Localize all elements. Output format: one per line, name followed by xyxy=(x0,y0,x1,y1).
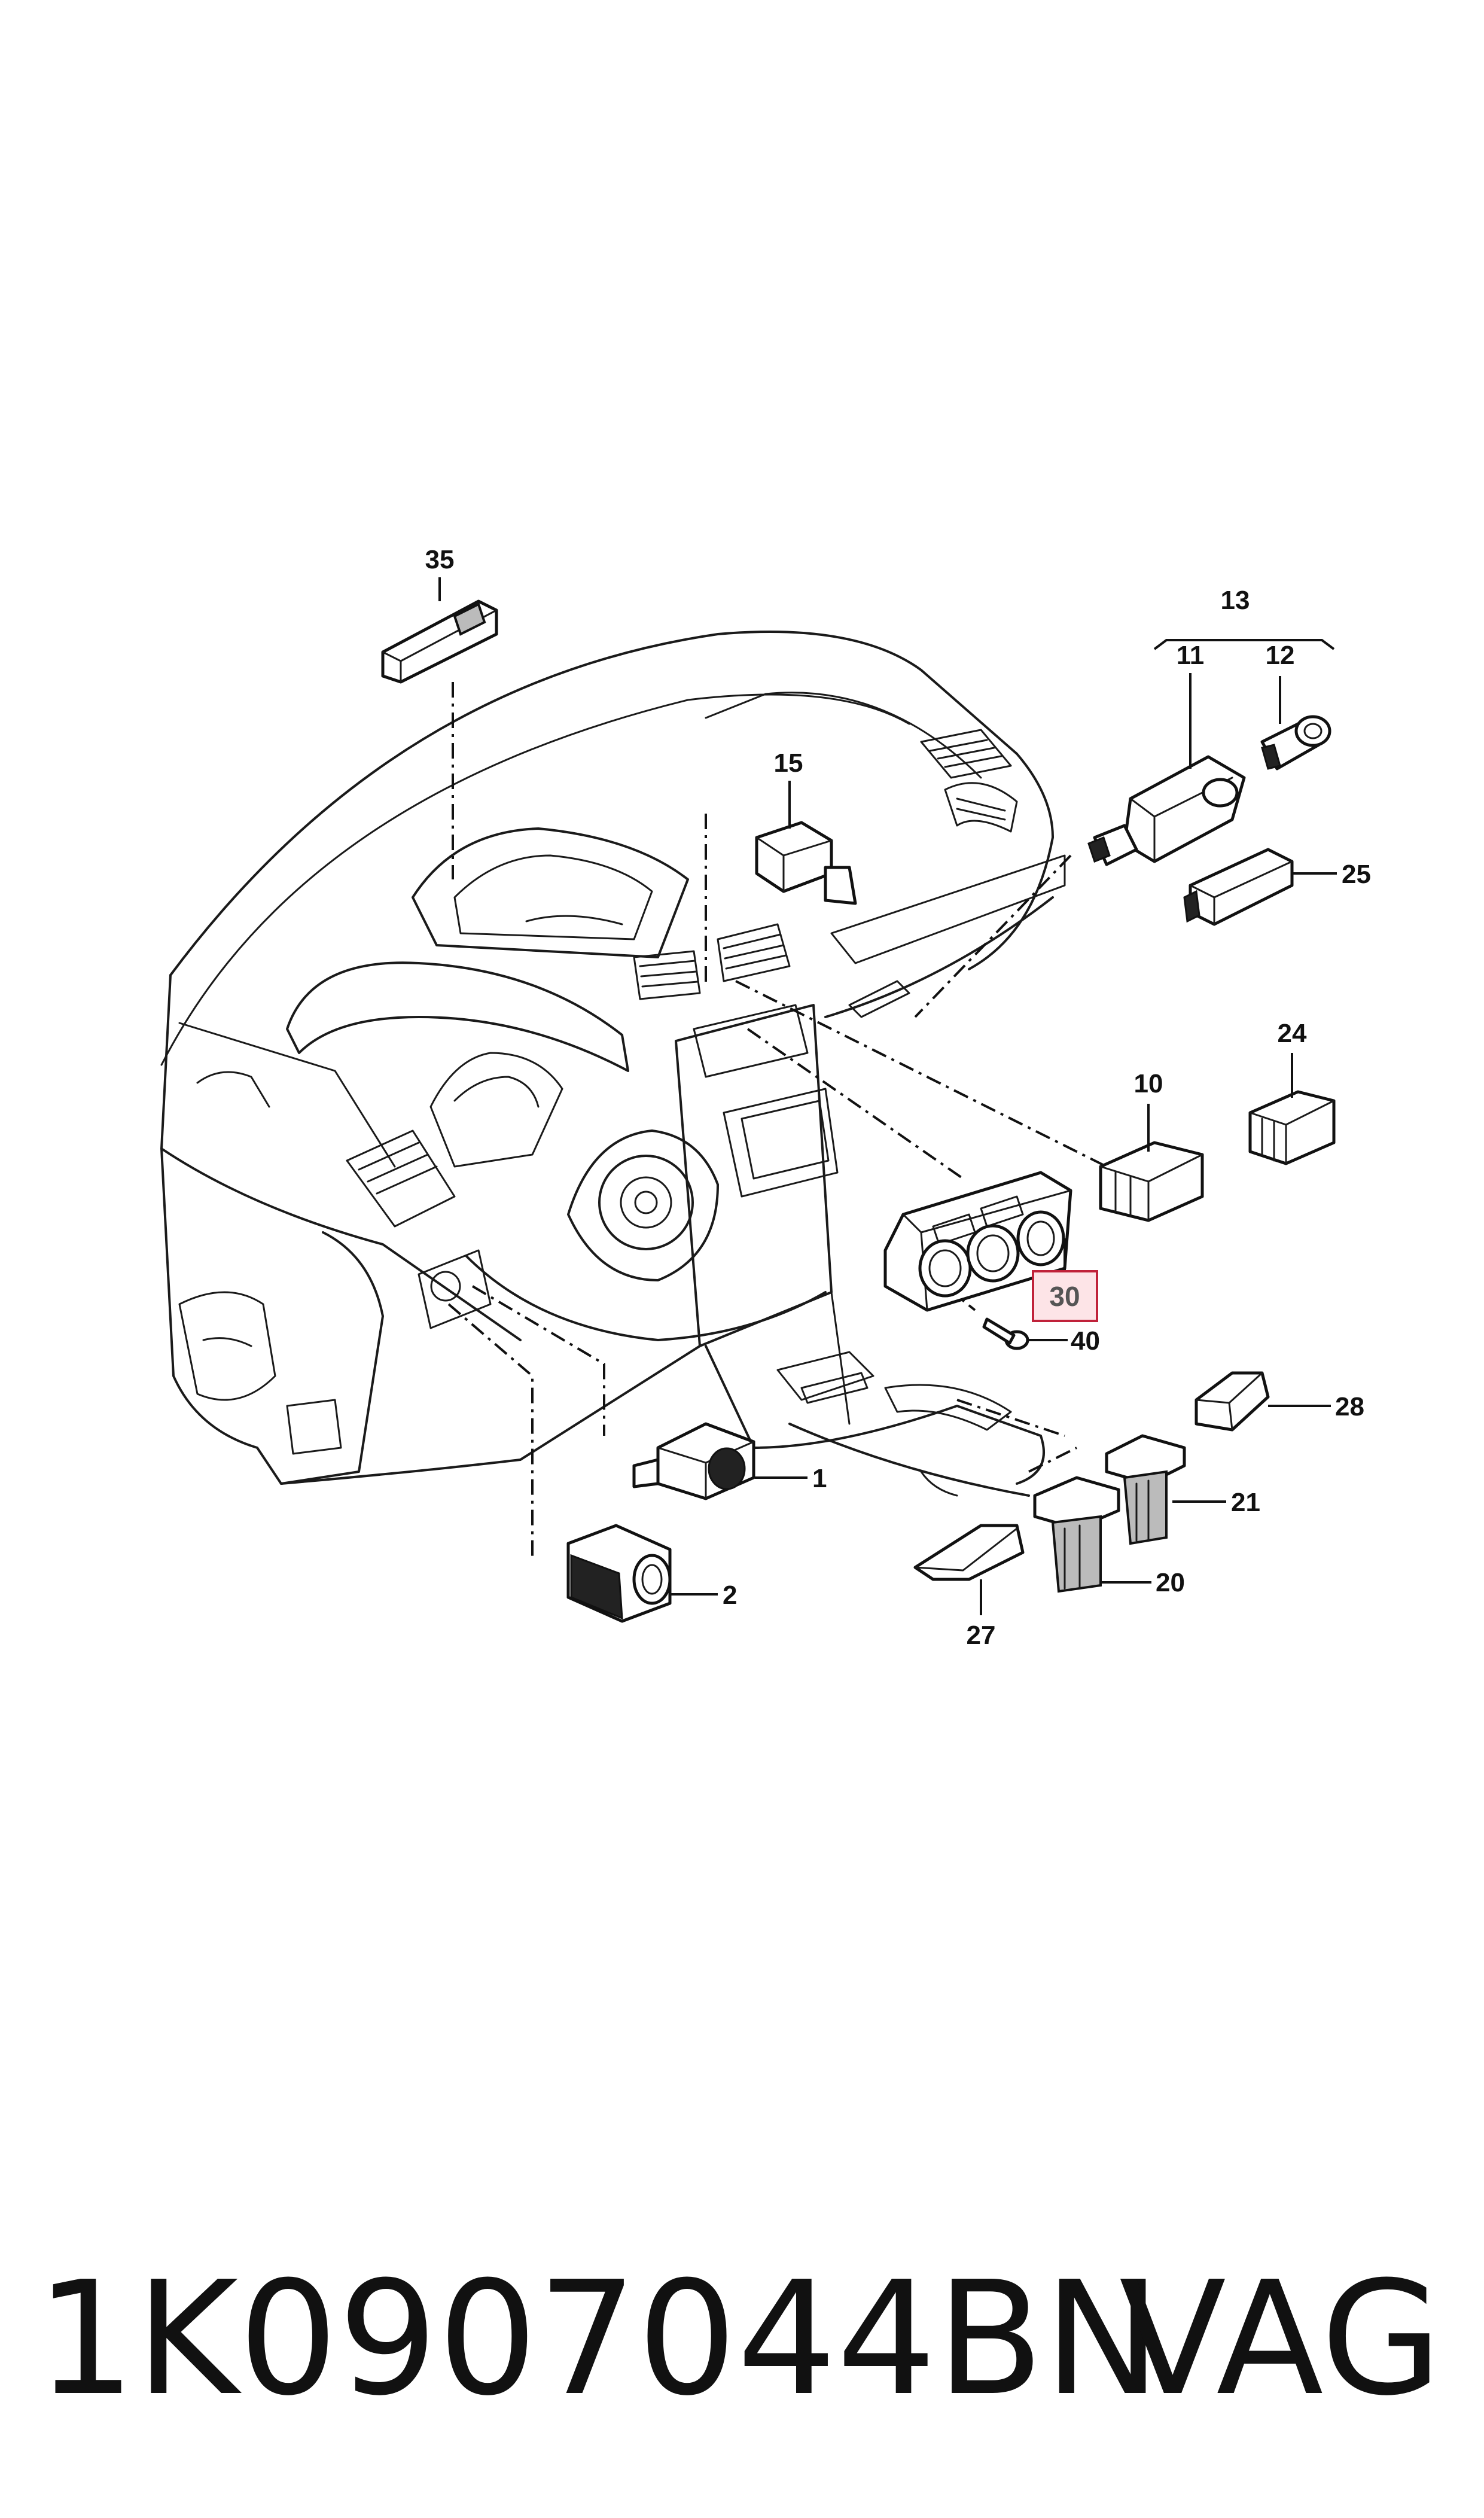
part-15 xyxy=(755,821,857,905)
leader-lines xyxy=(438,577,1337,1615)
part-10 xyxy=(1099,1141,1204,1222)
callout-15: 15 xyxy=(774,748,803,778)
callout-30: 30 xyxy=(1049,1281,1080,1312)
callout-13: 13 xyxy=(1221,586,1250,615)
callout-2: 2 xyxy=(723,1581,737,1610)
callout-labels: 35 13 11 12 15 25 24 10 30 40 28 21 20 2… xyxy=(425,545,1371,1650)
callout-35: 35 xyxy=(425,545,455,574)
brand-text: VAG xyxy=(1119,2248,1442,2430)
callout-40: 40 xyxy=(1071,1326,1100,1356)
callout-10: 10 xyxy=(1134,1069,1163,1098)
part-1-light-switch xyxy=(632,1422,755,1500)
callout-27: 27 xyxy=(967,1621,996,1650)
part-24 xyxy=(1248,1090,1336,1165)
right-side-vent xyxy=(944,782,1018,833)
part-27 xyxy=(913,1524,1025,1581)
left-dash-side xyxy=(160,974,522,1341)
callout-21: 21 xyxy=(1231,1488,1260,1517)
part-21 xyxy=(1105,1434,1186,1545)
reference-lines xyxy=(447,682,1107,1561)
callout-30-highlight xyxy=(1032,1270,1098,1322)
part-40-screw xyxy=(982,1317,1029,1350)
part-30-climate-control xyxy=(883,1171,1072,1312)
callout-25: 25 xyxy=(1342,860,1371,889)
part-11 xyxy=(1087,755,1246,866)
part-28 xyxy=(1194,1371,1270,1432)
callout-24: 24 xyxy=(1278,1019,1307,1048)
left-door-panel xyxy=(160,1147,384,1485)
callout-11: 11 xyxy=(1177,641,1205,670)
callout-1: 1 xyxy=(812,1464,827,1493)
callout-12: 12 xyxy=(1266,641,1295,670)
center-stack xyxy=(675,1004,839,1347)
center-vents xyxy=(633,923,791,1000)
part-number-text: 1K0907044BN xyxy=(36,2248,1162,2430)
part-20 xyxy=(1033,1476,1120,1593)
callout-20: 20 xyxy=(1156,1568,1185,1597)
part-35 xyxy=(381,599,498,684)
center-console xyxy=(705,1345,1045,1497)
part-2-headlight-switch xyxy=(566,1524,672,1623)
part-25 xyxy=(1183,848,1294,926)
callout-28: 28 xyxy=(1335,1392,1364,1421)
steering-wheel xyxy=(465,1129,827,1341)
defrost-vent xyxy=(920,729,1012,779)
display-recess xyxy=(412,827,689,958)
part-12 xyxy=(1260,715,1331,771)
dashboard-outline xyxy=(160,631,1066,1497)
instrument-binnacle xyxy=(286,961,629,1168)
